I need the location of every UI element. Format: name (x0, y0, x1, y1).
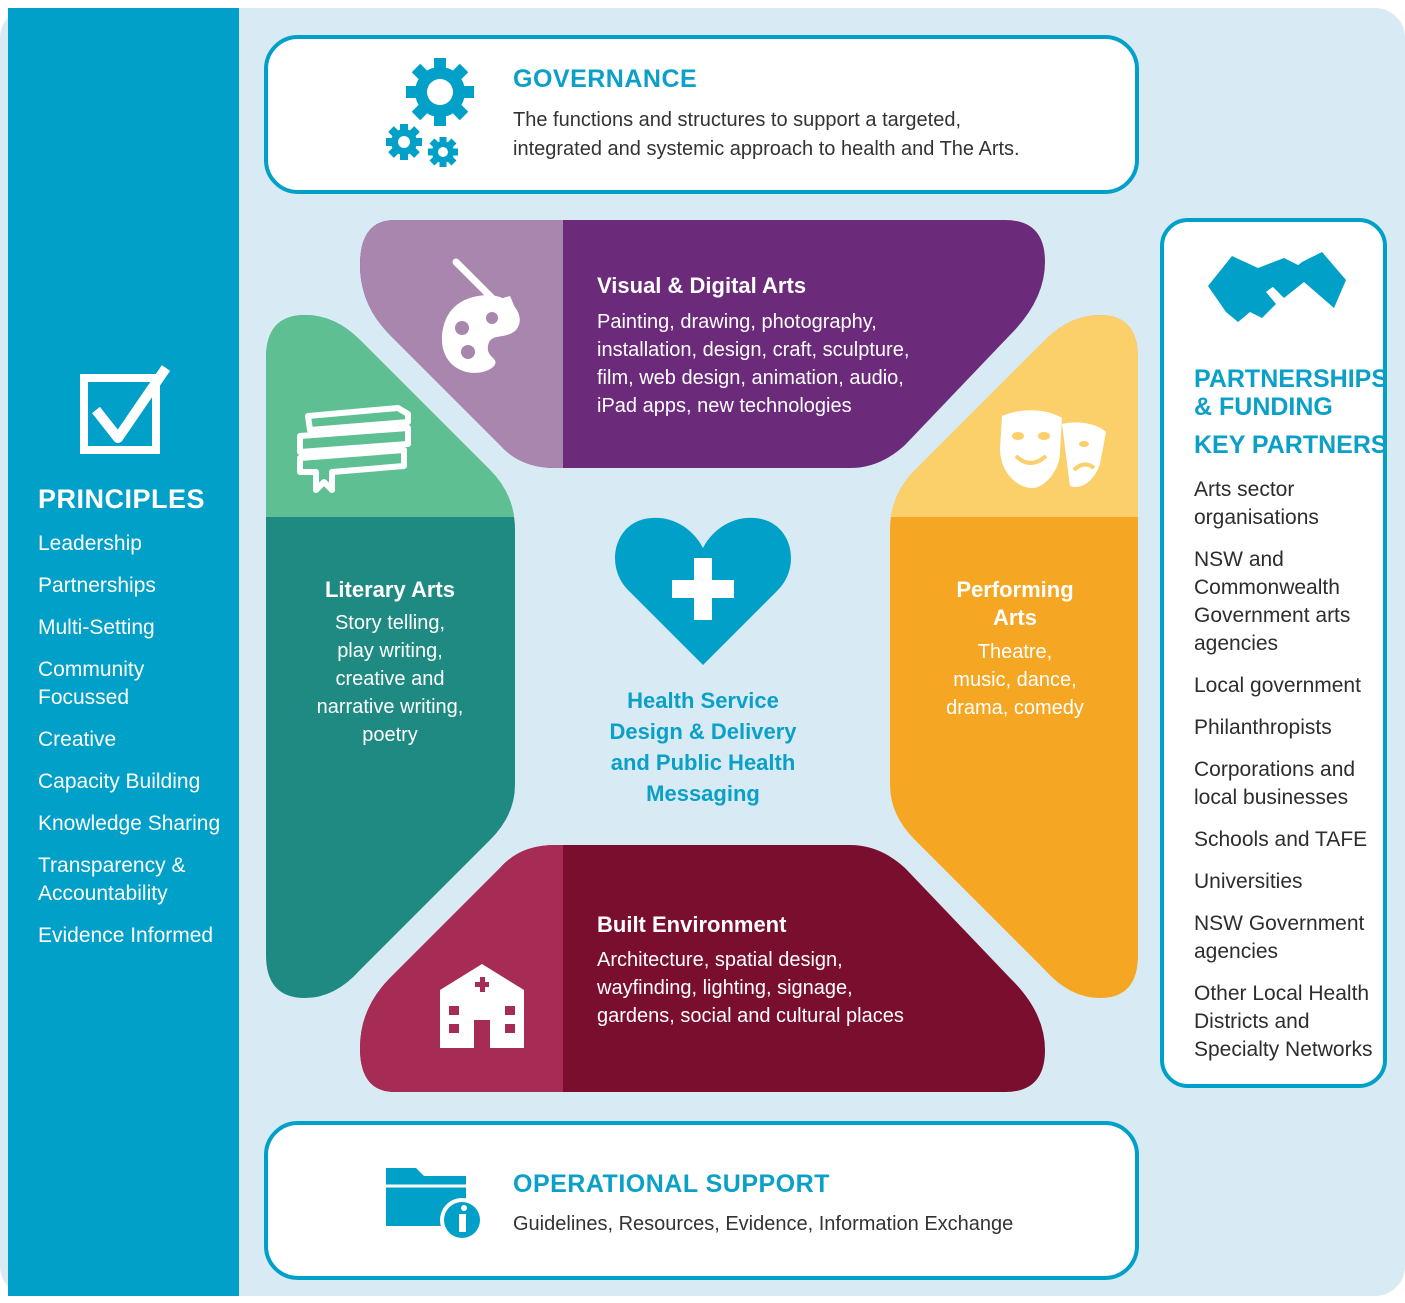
partnerships-box (1160, 218, 1387, 1088)
principle-item: Multi-Setting (38, 616, 155, 639)
literary-arts-text: Story telling, play writing, creative an… (316, 612, 464, 746)
built-environment-title: Built Environment (597, 912, 787, 937)
heart-plus-icon (615, 517, 791, 665)
principles-title: PRINCIPLES (38, 484, 206, 514)
partners-list: Arts sector organisations NSW and Common… (1194, 476, 1379, 1078)
partner-item: Philanthropists (1194, 716, 1332, 739)
principle-item: Knowledge Sharing (38, 812, 221, 835)
partner-item: NSW and Commonwealth Government arts age… (1194, 548, 1351, 655)
principles-list: Leadership Partnerships Multi-Setting Co… (38, 530, 238, 964)
visual-arts-title: Visual & Digital Arts (597, 273, 807, 298)
partner-item: Arts sector organisations (1194, 478, 1319, 529)
books-icon (297, 405, 411, 493)
principle-item: Community Focussed (38, 658, 145, 709)
literary-arts-title: Literary Arts (324, 577, 455, 602)
principle-item: Evidence Informed (38, 924, 214, 947)
partner-item: NSW Government agencies (1194, 912, 1365, 963)
gears-icon (386, 58, 474, 167)
principles-sidebar (8, 8, 239, 1296)
performing-arts-title: Performing Arts (956, 577, 1074, 630)
folder-info-icon (386, 1168, 484, 1242)
principle-item: Partnerships (38, 574, 156, 597)
partner-item: Corporations and local businesses (1194, 758, 1356, 809)
operational-box (264, 1121, 1139, 1280)
partner-item: Local government (1194, 674, 1361, 697)
built-environment-text: Architecture, spatial design, wayfinding… (597, 949, 904, 1027)
partner-item: Schools and TAFE (1194, 828, 1368, 851)
partner-item: Universities (1194, 870, 1303, 893)
partnerships-subtitle: KEY PARTNERS (1194, 431, 1388, 459)
performing-arts-text: Theatre, music, dance, drama, comedy (946, 641, 1084, 719)
visual-arts-text: Painting, drawing, photography, installa… (597, 311, 910, 417)
partner-item: Other Local Health Districts and Special… (1194, 982, 1373, 1061)
hospital-icon (440, 964, 524, 1048)
operational-title: OPERATIONAL SUPPORT (513, 1170, 830, 1198)
center-text: Health Service Design & Delivery and Pub… (609, 688, 797, 806)
operational-text: Guidelines, Resources, Evidence, Informa… (513, 1213, 1014, 1235)
principle-item: Leadership (38, 532, 142, 555)
handshake-icon (1208, 252, 1346, 322)
principle-item: Transparency & Accountability (38, 854, 186, 905)
checkbox-icon (80, 365, 171, 454)
principle-item: Creative (38, 728, 117, 751)
governance-text: The functions and structures to support … (513, 109, 1020, 160)
masks-icon (1000, 410, 1106, 489)
governance-title: GOVERNANCE (513, 65, 698, 93)
partnerships-title: PARTNERSHIPS & FUNDING (1194, 365, 1389, 421)
governance-box (264, 35, 1139, 194)
principle-item: Capacity Building (38, 770, 201, 793)
palette-icon (441, 258, 520, 373)
